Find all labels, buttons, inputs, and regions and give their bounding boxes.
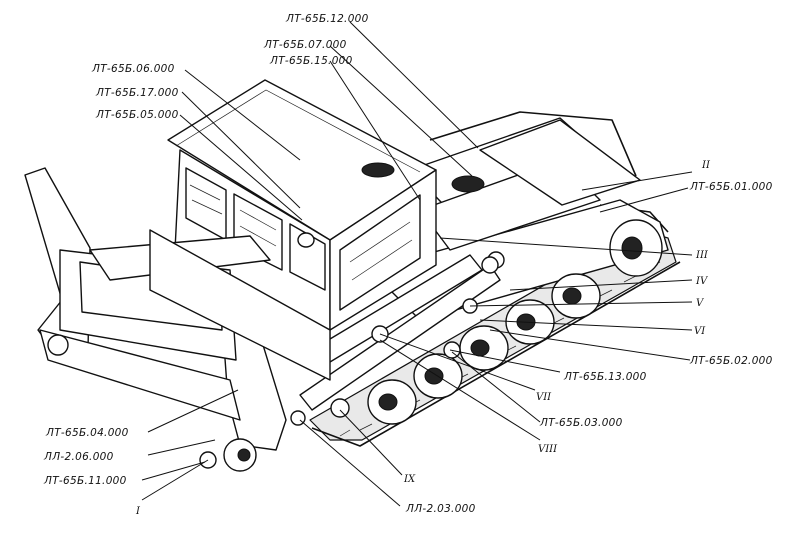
label-roman-iv: IV <box>695 276 709 287</box>
label-roman-v: V <box>696 298 705 309</box>
road-wheels <box>367 181 663 425</box>
label-roman-iii: III <box>695 250 709 261</box>
label-roman-viii: VIII <box>538 444 558 455</box>
label-lt656-13: ЛТ-65Б.13.000 <box>563 371 647 383</box>
label-roman-ix: IX <box>403 474 416 485</box>
label-lt656-05: ЛТ-65Б.05.000 <box>95 109 179 121</box>
label-lt656-02: ЛТ-65Б.02.000 <box>689 355 773 367</box>
part-labels: ЛТ-65Б.12.000 ЛТ-65Б.07.000 ЛТ-65Б.15.00… <box>43 13 773 517</box>
label-lt656-06: ЛТ-65Б.06.000 <box>91 63 175 75</box>
label-lt656-17: ЛТ-65Б.17.000 <box>95 87 179 99</box>
label-lt656-01: ЛТ-65Б.01.000 <box>689 181 773 193</box>
label-lt656-12: ЛТ-65Б.12.000 <box>285 13 369 25</box>
engine-hood <box>409 111 641 251</box>
label-lt656-04: ЛТ-65Б.04.000 <box>45 427 129 439</box>
label-lt656-15: ЛТ-65Б.15.000 <box>269 55 353 67</box>
label-ll2-06: ЛЛ-2.06.000 <box>43 451 114 463</box>
label-roman-vi: VI <box>694 326 706 337</box>
label-roman-i: I <box>135 506 141 517</box>
label-ll2-03: ЛЛ-2.03.000 <box>405 503 476 515</box>
label-lt656-07: ЛТ-65Б.07.000 <box>263 39 347 51</box>
frame-arms <box>290 254 501 426</box>
label-lt656-11: ЛТ-65Б.11.000 <box>43 475 127 487</box>
label-roman-ii: II <box>701 160 711 171</box>
front-clamp <box>24 167 331 472</box>
label-lt656-03: ЛТ-65Б.03.000 <box>539 417 623 429</box>
leader-lines <box>141 21 693 507</box>
label-roman-vii: VII <box>536 392 552 403</box>
